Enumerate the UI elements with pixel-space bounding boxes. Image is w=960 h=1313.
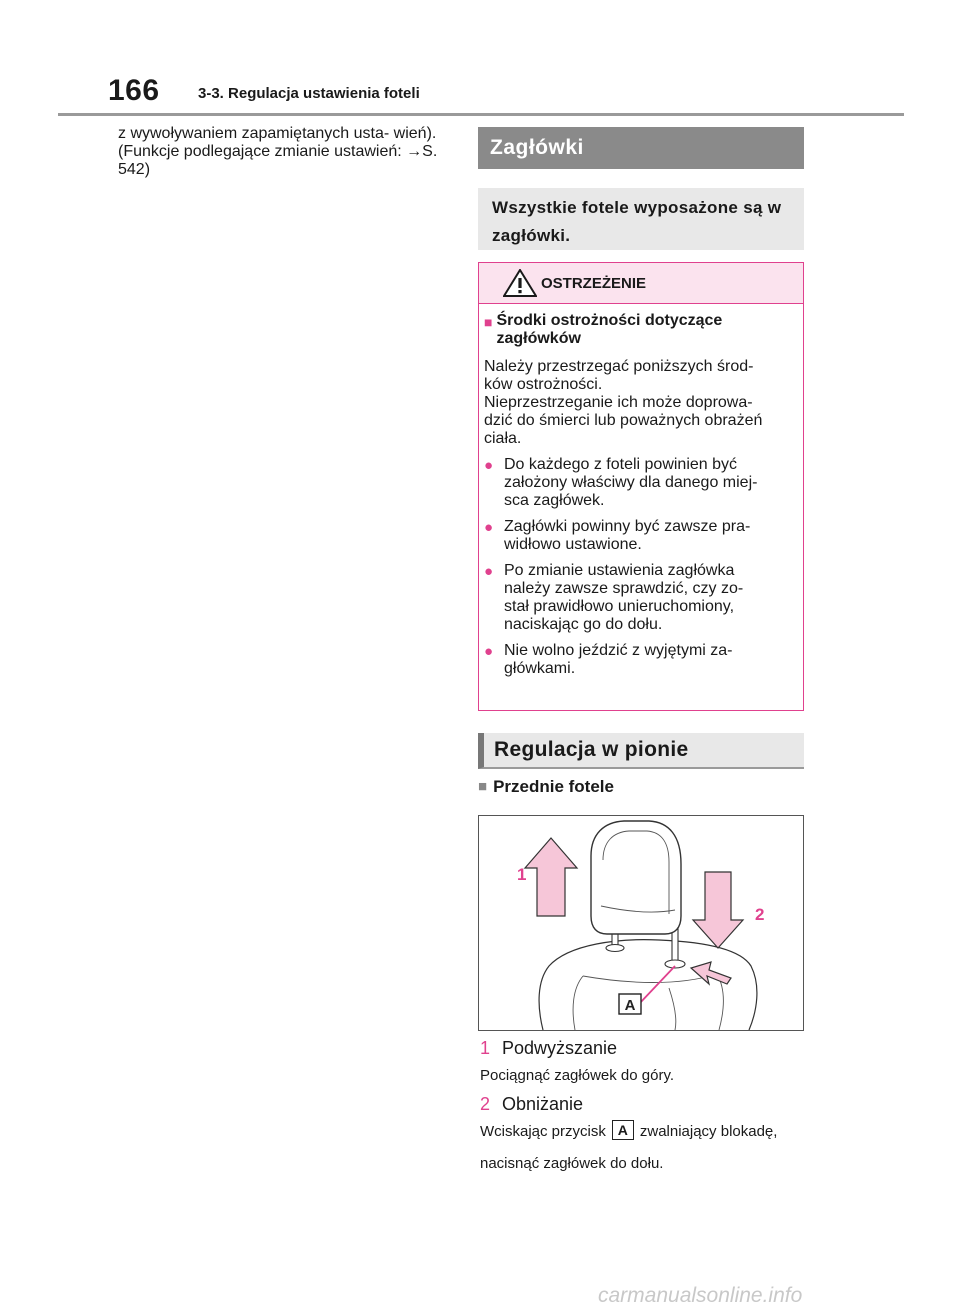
warning-bullet-text: Zagłówki powinny być zawsze pra- widłowo…	[504, 518, 751, 553]
warning-bullet: ● Po zmianie ustawienia zagłówka należy …	[484, 562, 798, 634]
warning-body: ■ Środki ostrożności dotyczące zagłówków…	[479, 304, 803, 678]
callout-a-label: A	[625, 997, 636, 1014]
seat-back-seam	[572, 975, 584, 1031]
left-column-text: z wywoływaniem zapamiętanych usta- wień)…	[118, 125, 438, 178]
vertical-adjustment-title: Regulacja w pionie	[478, 733, 804, 769]
seat-back-outline	[538, 939, 758, 1031]
up-arrow-icon	[523, 837, 579, 917]
warning-intro: Należy przestrzegać poniższych środ- ków…	[484, 358, 763, 447]
headrest-seam	[602, 830, 670, 914]
headrests-summary: Wszystkie fotele wyposażone są w zagłówk…	[478, 188, 804, 250]
step-number: 2	[480, 1094, 491, 1114]
page-number: 166	[108, 74, 160, 107]
headrest-drawing: A 1 2	[517, 820, 764, 1031]
release-button-a-ref: A	[611, 1120, 634, 1140]
callout-a-box	[618, 993, 642, 1015]
step-number: 1	[480, 1038, 491, 1058]
front-seats-subhead-text: Przednie fotele	[493, 777, 614, 796]
section-title: 3-3. Regulacja ustawienia foteli	[198, 85, 420, 102]
headrest-seam	[600, 905, 676, 913]
warning-title-text: Środki ostrożności dotyczące zagłówków	[496, 312, 723, 347]
warning-bullet-text: Do każdego z foteli powinien być założon…	[504, 456, 758, 509]
seat-back-seam	[582, 973, 718, 983]
warning-header: OSTRZEŻENIE	[479, 263, 803, 304]
warning-bullet: ● Do każdego z foteli powinien być założ…	[484, 456, 798, 510]
front-seats-subhead: ■ Przednie fotele	[478, 777, 804, 797]
stay-guide-left	[605, 943, 625, 953]
square-bullet-icon: ■	[478, 778, 488, 795]
step-title: Obniżanie	[502, 1094, 584, 1114]
seat-back-seam	[668, 987, 677, 1031]
round-bullet-icon: ●	[484, 643, 494, 660]
down-arrow-icon	[691, 871, 745, 949]
warning-bullet: ● Nie wolno jeździć z wyjętymi za- główk…	[484, 642, 798, 678]
step-raise-description: Pociągnąć zagłówek do góry.	[480, 1067, 675, 1084]
step-lower-text-before: Wciskając przycisk	[480, 1123, 606, 1140]
step-2-marker: 2	[755, 905, 764, 924]
headrest-cushion	[590, 820, 682, 935]
warning-bullet-text: Nie wolno jeździć z wyjętymi za- główkam…	[504, 642, 733, 677]
warning-title: ■ Środki ostrożności dotyczące zagłówków	[484, 312, 798, 348]
press-arrow-icon	[689, 961, 732, 986]
round-bullet-icon: ●	[484, 519, 494, 536]
warning-bullet: ● Zagłówki powinny być zawsze pra- widło…	[484, 518, 798, 554]
warning-bullet-text: Po zmianie ustawienia zagłówka należy za…	[504, 562, 744, 633]
square-bullet-icon: ■	[484, 314, 493, 330]
callout-line	[638, 965, 676, 1005]
headrests-title: Zagłówki	[478, 127, 804, 169]
step-title: Podwyższanie	[502, 1038, 618, 1058]
header-divider	[58, 113, 904, 116]
step-lower: 2 Obniżanie	[480, 1094, 806, 1115]
step-lower-text-after: zwalniający blokadę, nacisnąć zagłówek d…	[480, 1123, 778, 1172]
release-button	[664, 959, 686, 969]
warning-box: OSTRZEŻENIE ■ Środki ostrożności dotyczą…	[478, 262, 804, 711]
step-1-marker: 1	[517, 865, 526, 884]
warning-label: OSTRZEŻENIE	[541, 275, 647, 292]
watermark: carmanualsonline.info	[598, 1284, 803, 1307]
round-bullet-icon: ●	[484, 563, 494, 580]
round-bullet-icon: ●	[484, 457, 494, 474]
step-raise: 1 Podwyższanie	[480, 1038, 806, 1059]
warning-triangle-icon	[503, 269, 537, 297]
headrest-illustration: A 1 2	[478, 815, 804, 1031]
